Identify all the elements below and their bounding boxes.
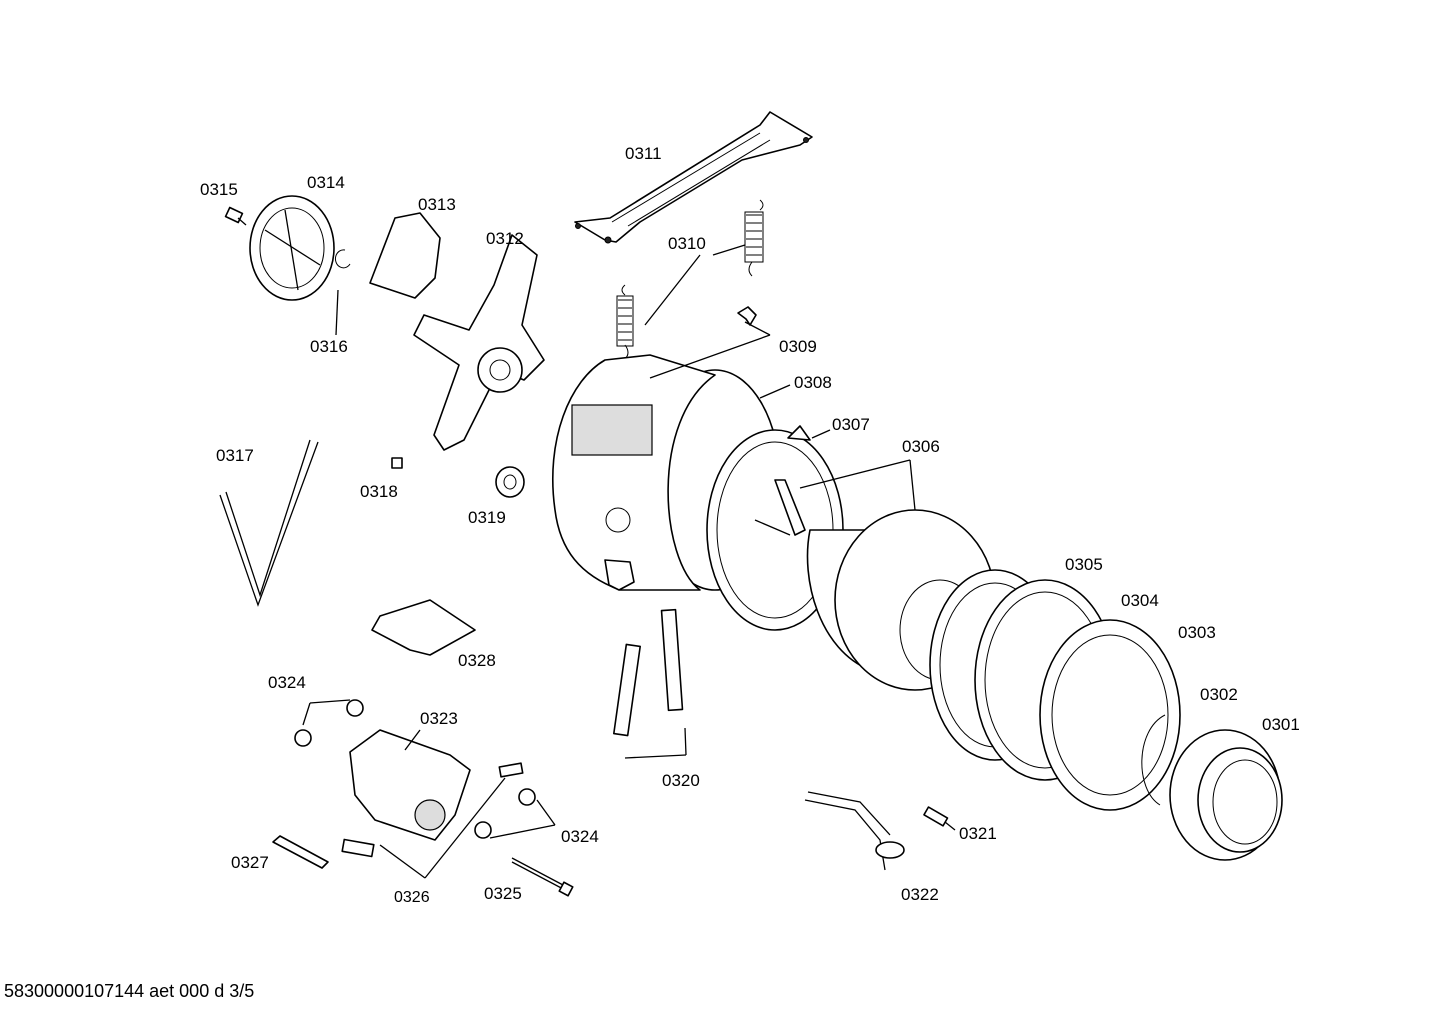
part-bolt-0318 — [391, 457, 403, 469]
label-0325: 0325 — [484, 884, 522, 903]
part-springs — [616, 199, 764, 360]
label-0301: 0301 — [1262, 715, 1300, 734]
label-0308: 0308 — [794, 373, 832, 392]
leader-lines — [302, 244, 956, 879]
part-tub-front-rings — [929, 569, 1181, 811]
part-screw-0315 — [224, 206, 247, 226]
label-0304: 0304 — [1121, 591, 1159, 610]
part-motor — [349, 729, 471, 841]
part-pulley — [249, 195, 335, 301]
label-0320: 0320 — [662, 771, 700, 790]
label-0315: 0315 — [200, 180, 238, 199]
label-0303: 0303 — [1178, 623, 1216, 642]
label-0324-bottom: 0324 — [561, 827, 599, 846]
label-0318: 0318 — [360, 482, 398, 501]
part-heater — [804, 791, 905, 871]
part-crossbar — [574, 111, 813, 244]
part-spider — [413, 234, 545, 451]
part-plate — [371, 599, 476, 656]
part-belt — [219, 439, 319, 607]
label-0309: 0309 — [779, 337, 817, 356]
label-0321: 0321 — [959, 824, 997, 843]
document-code: 58300000107144 aet 000 d 3/5 — [4, 981, 255, 1001]
label-0327: 0327 — [231, 853, 269, 872]
part-strip — [272, 835, 329, 869]
label-0328: 0328 — [458, 651, 496, 670]
part-bushing-0319 — [495, 466, 525, 498]
label-0305: 0305 — [1065, 555, 1103, 574]
label-0313: 0313 — [418, 195, 456, 214]
label-0317: 0317 — [216, 446, 254, 465]
part-shock-absorbers — [613, 608, 684, 737]
part-sensor — [923, 806, 949, 827]
label-0314: 0314 — [307, 173, 345, 192]
label-0323: 0323 — [420, 709, 458, 728]
part-ring-clip — [335, 249, 351, 269]
label-0310: 0310 — [668, 234, 706, 253]
label-0312: 0312 — [486, 229, 524, 248]
part-brushes — [341, 762, 524, 858]
label-0324-top: 0324 — [268, 673, 306, 692]
label-0302: 0302 — [1200, 685, 1238, 704]
label-0322: 0322 — [901, 885, 939, 904]
label-0311: 0311 — [625, 144, 662, 163]
label-0319: 0319 — [468, 508, 506, 527]
label-0306: 0306 — [902, 437, 940, 456]
part-door-gasket — [1141, 714, 1283, 861]
label-0316: 0316 — [310, 337, 348, 356]
label-0326: 0326 — [394, 889, 430, 906]
part-cover — [369, 212, 441, 299]
part-bolt-0325 — [511, 857, 574, 897]
label-0307: 0307 — [832, 415, 870, 434]
part-nuts — [294, 699, 536, 839]
